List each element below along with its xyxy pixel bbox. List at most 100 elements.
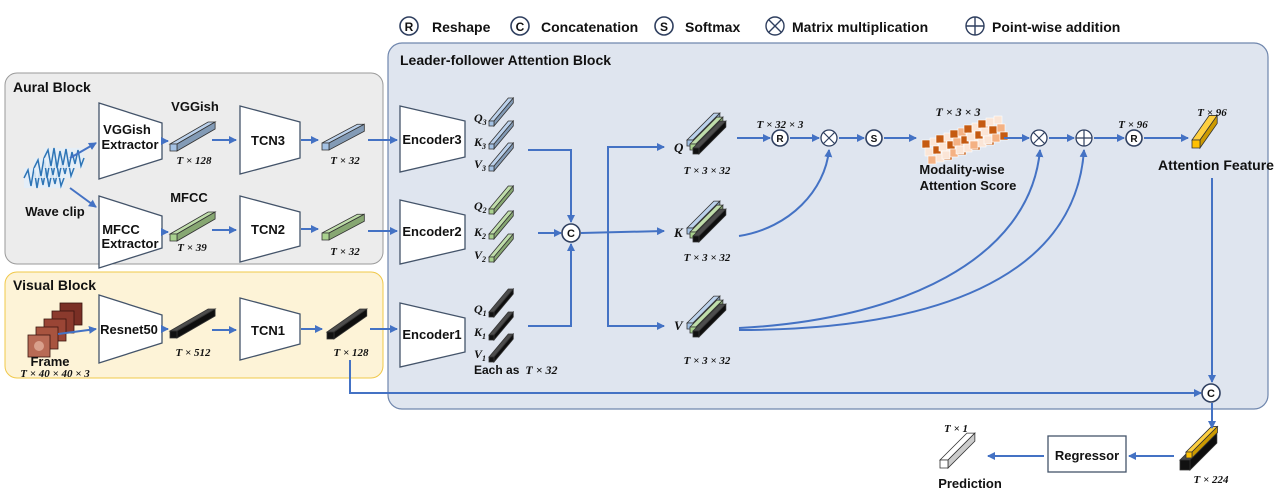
stacked-v-bar bbox=[686, 295, 727, 338]
reshape1-dim: T × 32 × 3 bbox=[757, 119, 804, 131]
add-op-icon bbox=[1075, 129, 1093, 147]
concat-symbol-icon: C bbox=[516, 20, 525, 34]
encoder2: Encoder2 bbox=[399, 199, 466, 265]
svg-text:S: S bbox=[871, 134, 878, 145]
mfcc-feature-bar bbox=[168, 211, 217, 242]
tcn1-out-dim: T × 128 bbox=[334, 347, 369, 359]
svg-text:Encoder2: Encoder2 bbox=[402, 224, 461, 239]
vggish-extractor: VGGish Extractor bbox=[98, 102, 163, 180]
heatmap-cell bbox=[921, 139, 931, 149]
svg-text:Extractor: Extractor bbox=[101, 236, 158, 251]
vggish-feature-label: VGGish bbox=[171, 99, 219, 114]
reshape2-dim: T × 96 bbox=[1118, 119, 1148, 131]
svg-text:MFCC: MFCC bbox=[102, 222, 140, 237]
legend-softmax-label: Softmax bbox=[685, 19, 740, 35]
heatmap-cell bbox=[935, 134, 945, 144]
aural-block-title: Aural Block bbox=[13, 79, 91, 95]
stacked-q-dim: T × 3 × 32 bbox=[684, 165, 731, 177]
svg-text:Q3: Q3 bbox=[474, 111, 487, 127]
svg-text:TCN1: TCN1 bbox=[251, 323, 285, 338]
heatmap-cell bbox=[955, 145, 965, 155]
attention-block bbox=[387, 42, 1269, 410]
svg-text:R: R bbox=[1130, 134, 1138, 145]
qkv1-k-bar bbox=[488, 310, 515, 342]
svg-text:TCN2: TCN2 bbox=[251, 222, 285, 237]
svg-text:Q1: Q1 bbox=[474, 302, 487, 318]
svg-text:K1: K1 bbox=[473, 325, 486, 341]
qkv3-v-bar bbox=[488, 141, 515, 173]
matmul-symbol-icon bbox=[765, 16, 785, 36]
tcn2: TCN2 bbox=[239, 195, 301, 263]
visual-block-title: Visual Block bbox=[13, 277, 96, 293]
matmul-op-1-icon bbox=[820, 129, 838, 147]
vggish-feature-bar bbox=[168, 121, 217, 152]
stacked-v-bar-layer-2 bbox=[692, 303, 727, 338]
mfcc-feature-label: MFCC bbox=[170, 190, 208, 205]
matmul-op-2-icon bbox=[1030, 129, 1048, 147]
connections bbox=[57, 134, 1216, 460]
tcn2-out-dim: T × 32 bbox=[330, 246, 360, 258]
qkv3-k-bar bbox=[488, 119, 515, 151]
svg-text:K2: K2 bbox=[473, 225, 486, 241]
svg-text:Encoder1: Encoder1 bbox=[402, 327, 461, 342]
svg-text:TCN3: TCN3 bbox=[251, 133, 285, 148]
tcn3-out-bar bbox=[321, 123, 365, 151]
vggish-dim: T × 128 bbox=[177, 155, 212, 167]
svg-text:Resnet50: Resnet50 bbox=[100, 322, 158, 337]
tcn1-out-bar bbox=[325, 308, 369, 340]
heatmap-cell bbox=[938, 142, 948, 152]
attention-feature-bar bbox=[1191, 114, 1218, 150]
heatmap-cell bbox=[991, 133, 1001, 143]
encoder3: Encoder3 bbox=[399, 105, 466, 173]
heatmap-cell bbox=[963, 124, 973, 134]
stacked-q-bar bbox=[686, 112, 727, 155]
attention-block-title: Leader-follower Attention Block bbox=[400, 52, 611, 68]
reshape-op-2-icon: R bbox=[1125, 129, 1143, 147]
add-symbol-icon bbox=[965, 16, 985, 36]
score-label-line1: Modality-wise bbox=[919, 162, 1004, 177]
mfcc-dim: T × 39 bbox=[177, 242, 207, 254]
regressor-box bbox=[1047, 435, 1127, 473]
concat-out-dim: T × 224 bbox=[1194, 474, 1229, 486]
prediction-label: Prediction bbox=[938, 476, 1002, 491]
stacked-k-dim: T × 3 × 32 bbox=[684, 252, 731, 264]
stacked-k-bar-layer-2 bbox=[692, 208, 727, 243]
reshape-symbol-icon: R bbox=[405, 20, 414, 34]
qkv1-v-bar bbox=[488, 332, 515, 364]
stacked-k-bar bbox=[686, 200, 727, 243]
heatmap-cell bbox=[980, 127, 990, 137]
wave-clip-label: Wave clip bbox=[25, 204, 85, 219]
qkv1-labels: Q1 K1 V1 bbox=[473, 302, 487, 363]
svg-text:Extractor: Extractor bbox=[101, 137, 158, 152]
heatmap-cell bbox=[996, 123, 1006, 133]
svg-text:K3: K3 bbox=[473, 135, 486, 151]
heatmap-cell bbox=[993, 115, 1003, 125]
prediction-bar bbox=[939, 432, 976, 469]
heatmap-cell bbox=[966, 132, 976, 142]
wave-clip-icon bbox=[23, 147, 85, 189]
heatmap-cell bbox=[941, 150, 951, 160]
qkv2-q-bar bbox=[488, 184, 515, 216]
stacked-k-letter: K bbox=[673, 225, 684, 240]
svg-text:VGGish: VGGish bbox=[103, 122, 151, 137]
tcn2-out-bar bbox=[321, 213, 365, 241]
legend-reshape-label: Reshape bbox=[432, 19, 491, 35]
qkv3-q-bar bbox=[488, 96, 515, 128]
qkv2-v-bar bbox=[488, 232, 515, 264]
softmax-symbol-icon: S bbox=[660, 20, 668, 34]
mfcc-extractor: MFCC Extractor bbox=[98, 195, 163, 269]
heatmap-cell bbox=[988, 125, 998, 135]
stacked-v-dim: T × 3 × 32 bbox=[684, 355, 731, 367]
legend-concat-label: Concatenation bbox=[541, 19, 638, 35]
score-label-line2: Attention Score bbox=[920, 178, 1017, 193]
resnet50-extractor: Resnet50 bbox=[98, 294, 163, 364]
svg-text:C: C bbox=[567, 228, 575, 240]
heatmap-cell bbox=[983, 135, 993, 145]
encoder1: Encoder1 bbox=[399, 302, 466, 368]
tcn1: TCN1 bbox=[239, 297, 301, 361]
resnet-feature-bar bbox=[168, 308, 217, 339]
heatmap-cell bbox=[969, 140, 979, 150]
heatmap-cell bbox=[924, 147, 934, 157]
heatmap-cell bbox=[952, 137, 962, 147]
